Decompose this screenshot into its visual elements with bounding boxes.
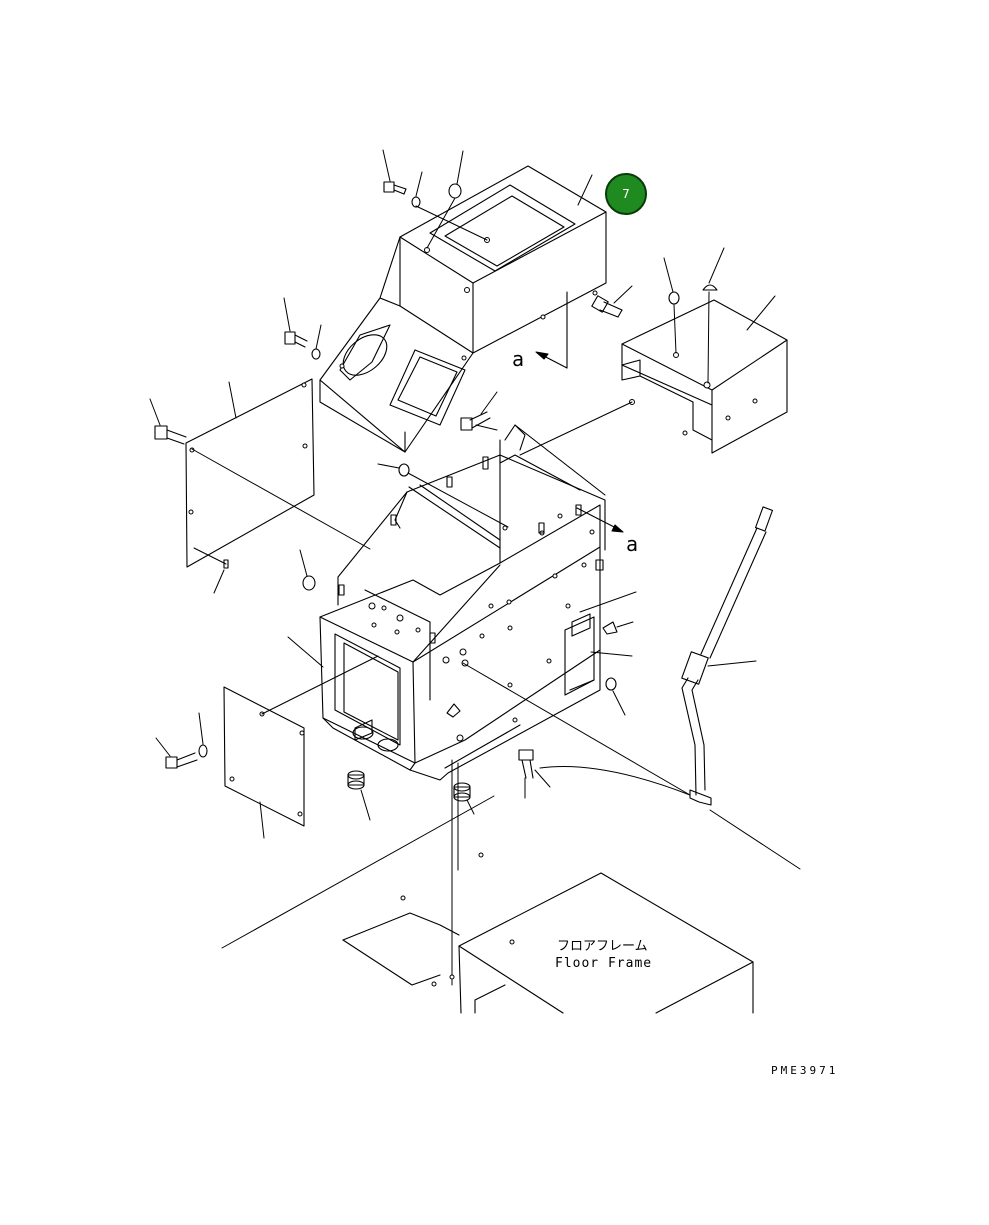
nut-icon — [605, 677, 617, 691]
floor-frame — [342, 852, 754, 1014]
bolt-icon — [284, 331, 308, 348]
bolt-icon — [383, 181, 407, 195]
main-frame[interactable] — [319, 424, 606, 781]
nut-icon — [448, 183, 462, 199]
side-cover-right[interactable] — [621, 299, 788, 454]
floor-frame-label-jp: フロアフレーム — [557, 939, 648, 954]
nut-icon — [668, 291, 680, 305]
drawing-code: PME3971 — [771, 1064, 838, 1077]
washer-icon — [311, 348, 321, 360]
nut-icon — [398, 463, 410, 477]
rubber-mount — [347, 770, 365, 790]
floor-frame-label-en: Floor Frame — [555, 956, 652, 971]
bolt-icon — [154, 425, 187, 445]
bolt-icon — [460, 411, 491, 431]
view-marker-a-right: a — [626, 532, 638, 556]
clip-icon — [602, 621, 618, 635]
front-cover-plate[interactable] — [223, 686, 305, 827]
callout-badge[interactable]: 7 — [605, 173, 647, 215]
control-lever[interactable] — [681, 506, 774, 806]
clip-icon — [702, 284, 718, 291]
bolt-icon — [518, 749, 534, 779]
bolt-icon — [165, 752, 198, 769]
washer-icon — [198, 744, 208, 758]
side-panel-left[interactable] — [185, 378, 315, 569]
washer-icon — [411, 196, 421, 208]
view-marker-a-upper: a — [512, 347, 524, 371]
nut-icon — [302, 575, 316, 591]
bolt-icon — [591, 295, 623, 318]
console-upper-cover[interactable] — [319, 165, 607, 453]
rubber-mount — [453, 782, 471, 802]
